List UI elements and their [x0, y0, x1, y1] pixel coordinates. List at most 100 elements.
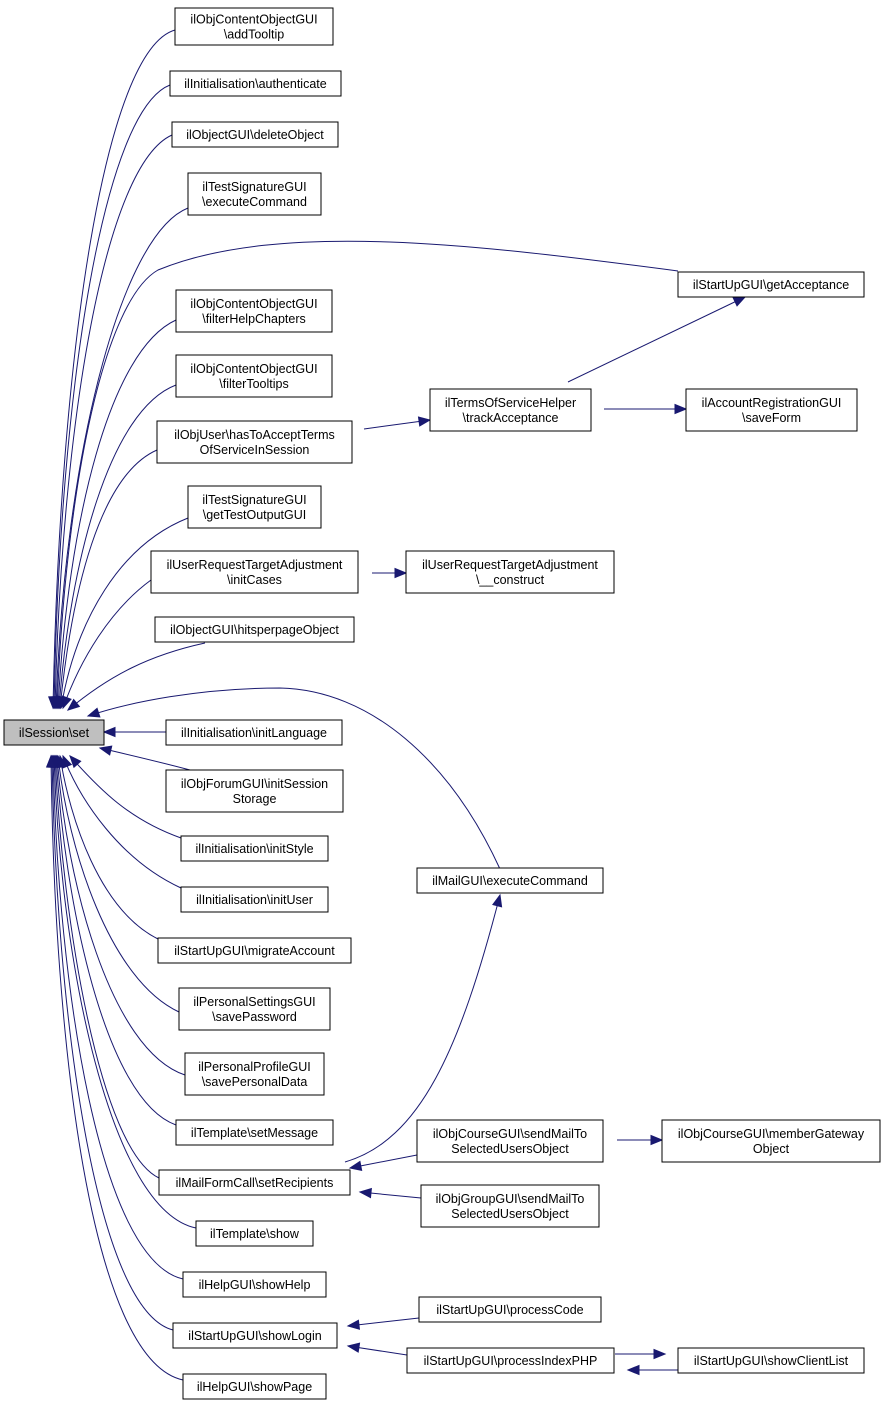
node-label: ilUserRequestTargetAdjustment [167, 558, 343, 572]
node-showLogin[interactable]: ilStartUpGUI\showLogin [172, 1322, 338, 1349]
arrowhead [45, 754, 57, 768]
node-showClientList[interactable]: ilStartUpGUI\showClientList [677, 1347, 865, 1374]
node-label: ilObjGroupGUI\sendMailTo [436, 1192, 585, 1206]
node-trackAcceptance[interactable]: ilTermsOfServiceHelper\trackAcceptance [429, 388, 592, 432]
node-box [418, 1296, 602, 1323]
node-box [420, 1184, 600, 1228]
arrowhead [86, 707, 101, 718]
node-box [3, 719, 105, 746]
node-mailExec[interactable]: ilMailGUI\executeCommand [416, 867, 604, 894]
node-label: ilInitialisation\authenticate [184, 77, 326, 91]
edge-initSessionStorage-to-root [99, 747, 191, 771]
node-label: ilObjectGUI\deleteObject [186, 128, 324, 142]
node-label: ilObjContentObjectGUI [190, 297, 317, 311]
node-box [195, 1220, 314, 1247]
arrowhead [417, 416, 432, 427]
node-box [661, 1119, 881, 1163]
node-templateShow[interactable]: ilTemplate\show [195, 1220, 314, 1247]
node-savePassword[interactable]: ilPersonalSettingsGUI\savePassword [178, 987, 331, 1031]
node-filterHelp[interactable]: ilObjContentObjectGUI\filterHelpChapters [175, 289, 333, 333]
node-getTestOutput[interactable]: ilTestSignatureGUI\getTestOutputGUI [187, 485, 322, 529]
node-authenticate[interactable]: ilInitialisation\authenticate [169, 70, 342, 97]
node-setRecipients[interactable]: ilMailFormCall\setRecipients [158, 1169, 351, 1196]
node-label: \__construct [476, 573, 545, 587]
arrowhead [653, 1348, 667, 1360]
arrowhead [346, 1319, 361, 1330]
node-label: \filterTooltips [219, 377, 288, 391]
node-label: \savePassword [212, 1010, 297, 1024]
node-processCode[interactable]: ilStartUpGUI\processCode [418, 1296, 602, 1323]
node-initCases[interactable]: ilUserRequestTargetAdjustment\initCases [150, 550, 359, 594]
arrowhead [98, 745, 113, 756]
node-addTooltip[interactable]: ilObjContentObjectGUI\addTooltip [174, 7, 334, 46]
node-getAcceptance[interactable]: ilStartUpGUI\getAcceptance [677, 271, 865, 298]
node-initLanguage[interactable]: ilInitialisation\initLanguage [165, 719, 343, 746]
node-label: ilTemplate\show [210, 1227, 300, 1241]
node-deleteObject[interactable]: ilObjectGUI\deleteObject [171, 121, 339, 148]
node-courseSendMail[interactable]: ilObjCourseGUI\sendMailToSelectedUsersOb… [416, 1119, 604, 1163]
edge-migrateAccount-to-root [59, 755, 159, 940]
node-label: Storage [233, 792, 277, 806]
node-box [150, 550, 359, 594]
node-box [172, 1322, 338, 1349]
node-filterTooltips[interactable]: ilObjContentObjectGUI\filterTooltips [175, 354, 333, 398]
edge-initUser-to-root [62, 755, 182, 889]
node-box [154, 616, 355, 643]
node-box [187, 485, 322, 529]
edge-savePassword-to-root [57, 755, 180, 1013]
node-label: ilInitialisation\initStyle [195, 842, 313, 856]
node-box [175, 1119, 334, 1146]
node-migrateAccount[interactable]: ilStartUpGUI\migrateAccount [157, 937, 352, 964]
node-urtaConstruct[interactable]: ilUserRequestTargetAdjustment\__construc… [405, 550, 615, 594]
arrowhead [358, 1187, 372, 1199]
arrowhead [674, 403, 688, 415]
node-root[interactable]: ilSession\set [3, 719, 105, 746]
node-setMessage[interactable]: ilTemplate\setMessage [175, 1119, 334, 1146]
node-initStyle[interactable]: ilInitialisation\initStyle [180, 835, 329, 862]
arrowhead [394, 567, 408, 579]
node-label: ilObjCourseGUI\memberGateway [678, 1127, 865, 1141]
arrowhead [650, 1134, 664, 1146]
node-hasToAccept[interactable]: ilObjUser\hasToAcceptTermsOfServiceInSes… [156, 420, 353, 464]
node-label: ilObjContentObjectGUI [190, 362, 317, 376]
node-label: \addTooltip [224, 28, 285, 42]
node-initUser[interactable]: ilInitialisation\initUser [180, 886, 329, 913]
node-label: \trackAcceptance [463, 411, 559, 425]
node-groupSendMail[interactable]: ilObjGroupGUI\sendMailToSelectedUsersObj… [420, 1184, 600, 1228]
arrowhead [348, 1160, 363, 1171]
node-testSigExec[interactable]: ilTestSignatureGUI\executeCommand [187, 172, 322, 216]
node-showPage[interactable]: ilHelpGUI\showPage [182, 1373, 327, 1400]
node-label: ilStartUpGUI\getAcceptance [693, 278, 849, 292]
node-label: \savePersonalData [202, 1075, 308, 1089]
node-processIndexPHP[interactable]: ilStartUpGUI\processIndexPHP [406, 1347, 615, 1374]
node-box [171, 121, 339, 148]
edge-filterHelp-to-root [57, 319, 177, 709]
node-label: ilTestSignatureGUI [202, 493, 306, 507]
node-label: ilTestSignatureGUI [202, 180, 306, 194]
node-box [416, 1119, 604, 1163]
node-label: ilMailGUI\executeCommand [432, 874, 588, 888]
node-label: ilObjCourseGUI\sendMailTo [433, 1127, 587, 1141]
node-label: ilPersonalProfileGUI [198, 1060, 311, 1074]
node-box [182, 1373, 327, 1400]
node-label: ilObjUser\hasToAcceptTerms [174, 428, 334, 442]
node-label: ilInitialisation\initLanguage [181, 726, 327, 740]
node-box [175, 289, 333, 333]
arrowhead [66, 698, 81, 711]
node-box [178, 987, 331, 1031]
edge-addTooltip-to-root [52, 29, 176, 709]
node-hitsperpage[interactable]: ilObjectGUI\hitsperpageObject [154, 616, 355, 643]
arrowhead [492, 893, 503, 908]
edge-filterTooltips-to-root [58, 384, 177, 709]
node-box [174, 7, 334, 46]
node-label: ilObjContentObjectGUI [190, 13, 317, 27]
node-label: ilObjectGUI\hitsperpageObject [170, 623, 339, 637]
node-showHelp[interactable]: ilHelpGUI\showHelp [182, 1271, 327, 1298]
edge-trackAcceptance-to-getAcceptance [567, 296, 746, 383]
node-saveForm[interactable]: ilAccountRegistrationGUI\saveForm [685, 388, 858, 432]
node-label: ilMailFormCall\setRecipients [176, 1176, 334, 1190]
node-label: ilTemplate\setMessage [191, 1126, 318, 1140]
node-savePersonalData[interactable]: ilPersonalProfileGUI\savePersonalData [184, 1052, 325, 1096]
